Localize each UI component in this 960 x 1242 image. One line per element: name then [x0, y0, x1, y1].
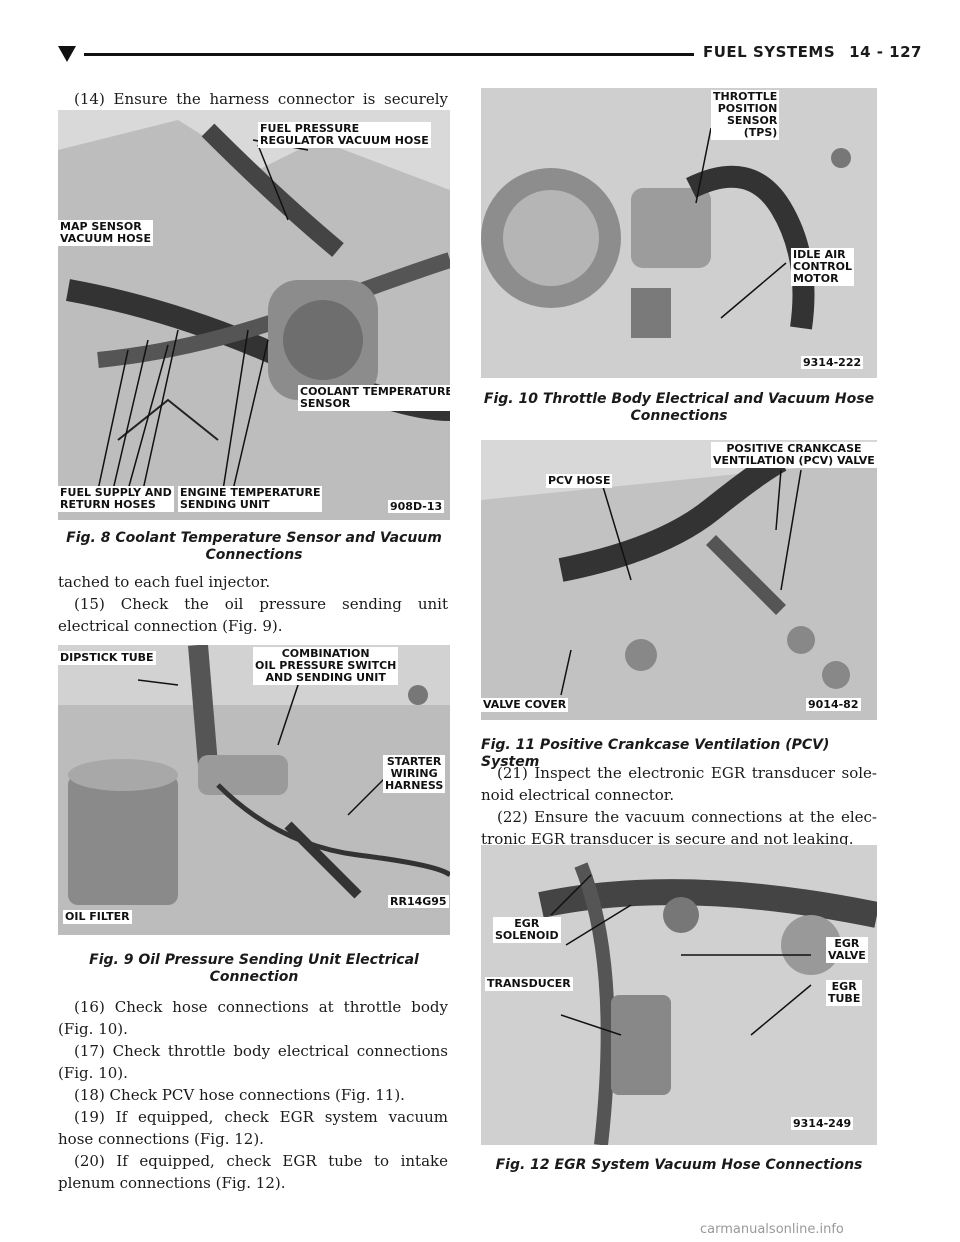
- paragraph-16: (16) Check hose connections at throttle …: [58, 998, 448, 1038]
- label-oil-pressure-switch: COMBINATION OIL PRESSURE SWITCH AND SEND…: [253, 647, 399, 685]
- figure-10-caption: Fig. 10 Throttle Body Electrical and Vac…: [483, 391, 875, 424]
- paragraph-19: (19) If equipped, check EGR system vacuu…: [58, 1108, 448, 1148]
- triangle-marker-icon: [58, 46, 76, 62]
- figure-9-caption: Fig. 9 Oil Pressure Sending Unit Electri…: [89, 952, 419, 985]
- figure-10-code: 9314-222: [801, 356, 864, 369]
- label-valve-cover: VALVE COVER: [481, 698, 569, 712]
- header-rule: [84, 53, 694, 56]
- label-engine-temp-unit: ENGINE TEMPERATURE SENDING UNIT: [178, 486, 323, 512]
- label-tps: THROTTLE POSITION SENSOR (TPS): [711, 90, 780, 140]
- figure-8-code: 908D-13: [388, 500, 445, 513]
- label-pcv-valve: POSITIVE CRANKCASE VENTILATION (PCV) VAL…: [711, 442, 877, 468]
- paragraph-18: (18) Check PCV hose connections (Fig. 11…: [74, 1086, 405, 1104]
- figure-12-illustration: [481, 845, 877, 1145]
- label-idle-air-control: IDLE AIR CONTROL MOTOR: [791, 248, 854, 286]
- watermark: carmanualsonline.info: [700, 1222, 844, 1237]
- figure-12-caption: Fig. 12 EGR System Vacuum Hose Connectio…: [495, 1157, 863, 1173]
- paragraph-15: (15) Check the oil pressure sending unit…: [58, 595, 448, 635]
- left-column-middle: tached to each fuel injector. (15) Check…: [58, 571, 448, 637]
- label-pcv-hose: PCV HOSE: [546, 474, 613, 488]
- label-egr-solenoid: EGR SOLENOID: [493, 917, 561, 943]
- page-number: 14 - 127: [849, 43, 922, 61]
- figure-8-illustration: [58, 110, 450, 520]
- figure-8-caption: Fig. 8 Coolant Temperature Sensor and Va…: [66, 530, 442, 563]
- page-header: FUEL SYSTEMS 14 - 127: [58, 40, 922, 70]
- paragraph-20: (20) If equipped, check EGR tube to inta…: [58, 1152, 448, 1192]
- figure-11-illustration: [481, 440, 877, 720]
- figure-11-code: 9014-82: [806, 698, 861, 711]
- section-title: FUEL SYSTEMS 14 - 127: [703, 43, 922, 61]
- label-egr-tube: EGR TUBE: [826, 980, 863, 1006]
- paragraph-17: (17) Check throttle body electrical conn…: [58, 1042, 448, 1082]
- label-dipstick-tube: DIPSTICK TUBE: [58, 651, 156, 665]
- figure-9-illustration: [58, 645, 450, 935]
- section-name: FUEL SYSTEMS: [703, 43, 836, 61]
- figure-12-code: 9314-249: [791, 1117, 854, 1130]
- figure-11: POSITIVE CRANKCASE VENTILATION (PCV) VAL…: [481, 440, 877, 720]
- figure-9: DIPSTICK TUBE COMBINATION OIL PRESSURE S…: [58, 645, 450, 935]
- label-transducer: TRANSDUCER: [485, 977, 573, 991]
- figure-11-caption: Fig. 11 Positive Crankcase Ventilation (…: [481, 737, 830, 770]
- label-fuel-supply-return: FUEL SUPPLY AND RETURN HOSES: [58, 486, 174, 512]
- label-fuel-pressure-regulator: FUEL PRESSURE REGULATOR VACUUM HOSE: [258, 122, 431, 148]
- figure-12: EGR SOLENOID EGR VALVE TRANSDUCER EGR TU…: [481, 845, 877, 1145]
- label-map-sensor-hose: MAP SENSOR VACUUM HOSE: [58, 220, 153, 246]
- paragraph-21: (21) Inspect the electronic EGR transduc…: [481, 764, 877, 804]
- label-starter-harness: STARTER WIRING HARNESS: [383, 755, 446, 793]
- left-column-bottom: (16) Check hose connections at throttle …: [58, 996, 448, 1194]
- paragraph-14-continued: tached to each fuel injector.: [58, 573, 271, 591]
- figure-10-illustration: [481, 88, 877, 378]
- figure-9-code: RR14G95: [388, 895, 449, 908]
- label-coolant-temp-sensor: COOLANT TEMPERATURE SENSOR: [298, 385, 450, 411]
- figure-10: THROTTLE POSITION SENSOR (TPS) IDLE AIR …: [481, 88, 877, 378]
- label-oil-filter: OIL FILTER: [63, 910, 132, 924]
- label-egr-valve: EGR VALVE: [826, 937, 868, 963]
- paragraph-22: (22) Ensure the vacuum connections at th…: [481, 808, 877, 848]
- right-column-text: (21) Inspect the electronic EGR transduc…: [481, 762, 877, 850]
- figure-8: FUEL PRESSURE REGULATOR VACUUM HOSE MAP …: [58, 110, 450, 520]
